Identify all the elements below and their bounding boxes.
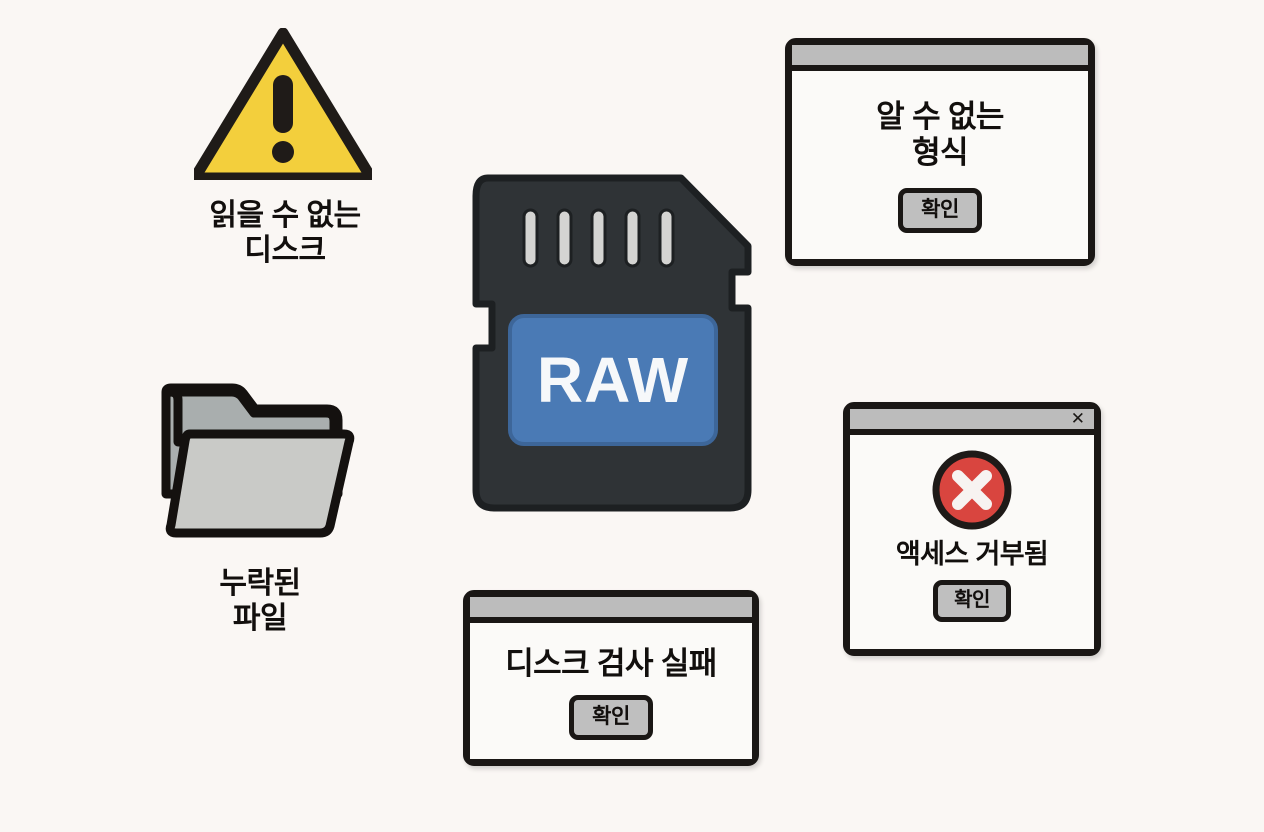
missing-files-item <box>158 382 358 544</box>
sd-card-item: RAW <box>466 168 758 518</box>
missing-files-caption: 누락된 파일 <box>219 567 301 636</box>
error-circle-icon <box>932 450 1012 530</box>
dialog-unknown-format[interactable]: 알 수 없는 형식 확인 <box>785 38 1095 266</box>
dialog-access-denied[interactable]: ✕ 액세스 거부됨 확인 <box>843 402 1101 656</box>
dialog-titlebar[interactable] <box>470 597 752 623</box>
dialog-body: 디스크 검사 실패 확인 <box>470 623 752 759</box>
dialog-titlebar[interactable]: ✕ <box>850 409 1094 435</box>
unreadable-disk-caption: 읽을 수 없는 디스크 <box>209 199 361 268</box>
svg-text:RAW: RAW <box>537 344 689 416</box>
dialog-body: 액세스 거부됨 확인 <box>850 435 1094 649</box>
ok-button[interactable]: 확인 <box>933 580 1011 623</box>
sd-card-icon: RAW <box>472 174 752 512</box>
open-folder-icon <box>161 383 355 538</box>
ok-button[interactable]: 확인 <box>569 694 653 740</box>
dialog-message: 액세스 거부됨 <box>895 539 1049 569</box>
ok-button[interactable]: 확인 <box>898 187 982 233</box>
close-icon[interactable]: ✕ <box>1070 408 1085 429</box>
dialog-message: 알 수 없는 형식 <box>876 99 1004 170</box>
dialog-disk-check-failed[interactable]: 디스크 검사 실패 확인 <box>463 590 759 766</box>
unreadable-disk-item <box>178 28 388 180</box>
dialog-message: 디스크 검사 실패 <box>505 646 717 682</box>
dialog-titlebar[interactable] <box>792 45 1088 71</box>
dialog-body: 알 수 없는 형식 확인 <box>792 71 1088 259</box>
warning-triangle-icon <box>194 28 372 180</box>
